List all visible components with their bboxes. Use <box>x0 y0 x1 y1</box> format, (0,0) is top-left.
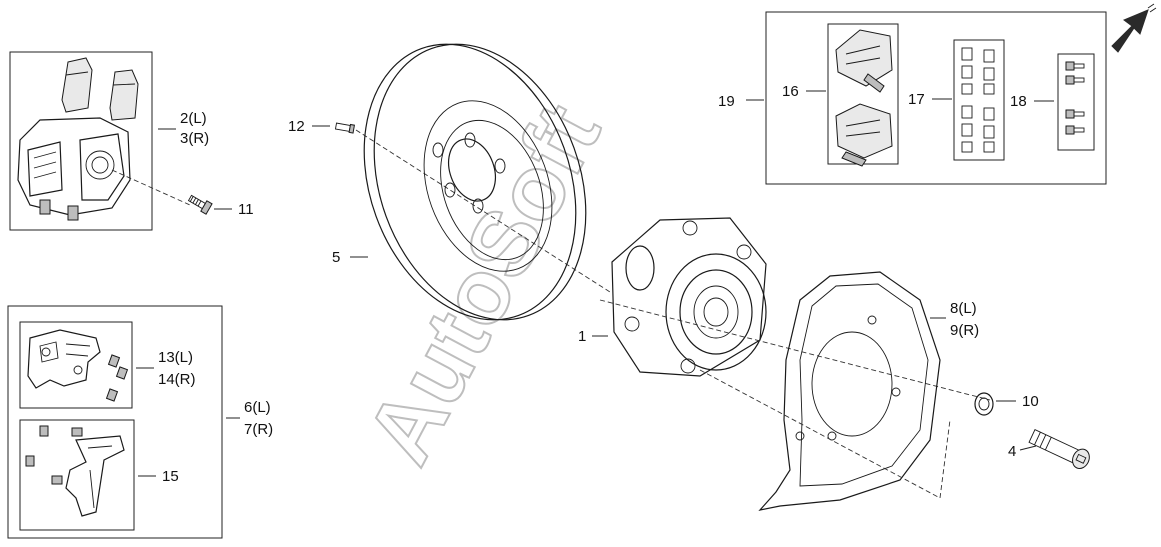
label-5: 5 <box>332 249 340 266</box>
pad-kit-frame <box>765 11 1107 185</box>
bolt-12 <box>312 122 611 293</box>
label-7: 7(R) <box>244 421 273 438</box>
label-13: 13(L) <box>158 349 193 366</box>
label-18: 18 <box>1010 93 1027 110</box>
arrow-up-right-icon <box>1111 3 1157 53</box>
washer <box>974 392 994 416</box>
carrier-frame <box>7 305 223 539</box>
guide-frame <box>19 419 135 531</box>
carrier-group <box>7 305 223 539</box>
bracket-frame <box>19 321 133 409</box>
label-1: 1 <box>578 328 586 345</box>
label-19: 19 <box>718 93 735 110</box>
label-2: 2(L) <box>180 110 207 127</box>
label-3: 3(R) <box>180 130 209 147</box>
caliper-frame <box>9 51 153 231</box>
label-14: 14(R) <box>158 371 196 388</box>
axle-bolt <box>1028 429 1090 469</box>
backing-plate <box>699 271 951 511</box>
brake-disc <box>363 43 587 321</box>
label-9: 9(R) <box>950 322 979 339</box>
clip-set-frame <box>953 39 1005 161</box>
label-11: 11 <box>238 201 254 218</box>
label-4: 4 <box>1008 443 1016 460</box>
wheel-hub <box>599 217 991 401</box>
label-12: 12 <box>288 118 305 135</box>
label-17: 17 <box>908 91 925 108</box>
caliper-group <box>9 51 213 231</box>
label-8: 8(L) <box>950 300 977 317</box>
label-15: 15 <box>162 468 179 485</box>
label-6: 6(L) <box>244 399 271 416</box>
pin-set-frame <box>1057 53 1095 151</box>
label-16: 16 <box>782 83 799 100</box>
label-10: 10 <box>1022 393 1039 410</box>
pad-kit-group <box>765 11 1107 185</box>
